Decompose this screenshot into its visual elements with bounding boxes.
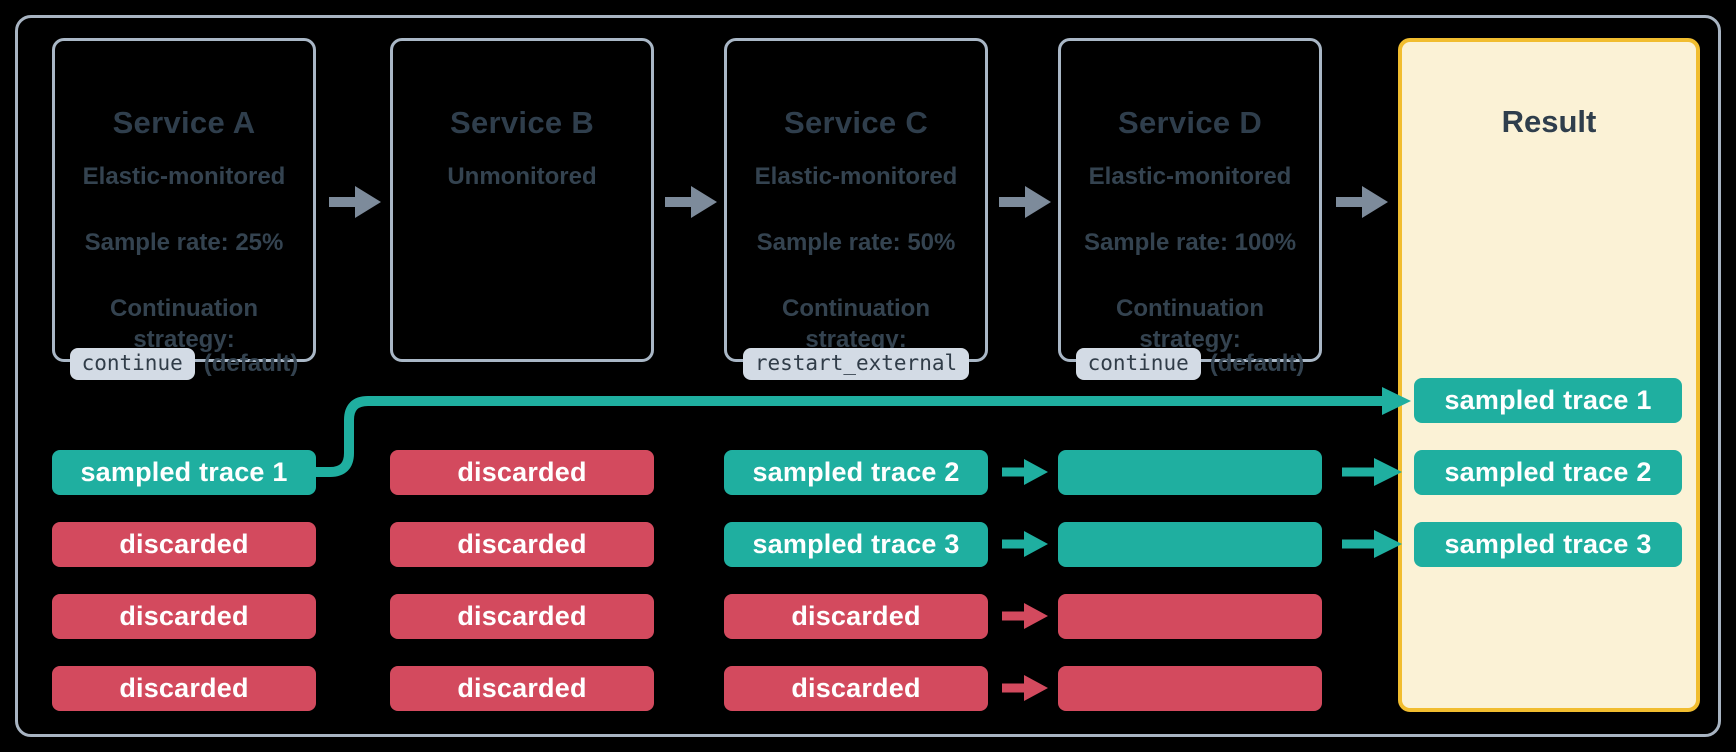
service-a-card: Service A Elastic-monitored Sample rate:… (52, 38, 316, 380)
service-d-trace-sampled-blank-2 (1058, 522, 1322, 567)
result-card: Result (1398, 38, 1700, 712)
result-trace-sampled-1: sampled trace 1 (1414, 378, 1682, 423)
service-c-trace-discarded-2: discarded (724, 666, 988, 711)
service-b-monitoring: Unmonitored (447, 163, 597, 190)
service-d-monitoring: Elastic-monitored (1088, 163, 1292, 190)
service-c-strategy-code-chip: restart_external (742, 348, 970, 380)
service-d-sample-rate: Sample rate: 100% (1083, 229, 1297, 256)
service-c-sample-rate: Sample rate: 50% (756, 229, 956, 256)
service-d-trace-discarded-blank-2 (1058, 666, 1322, 711)
service-c-card: Service C Elastic-monitored Sample rate:… (724, 38, 988, 380)
service-c-monitoring: Elastic-monitored (754, 163, 958, 190)
service-a-trace-sampled-1: sampled trace 1 (52, 450, 316, 495)
service-c-trace-sampled-2: sampled trace 2 (724, 450, 988, 495)
service-b-title: Service B (449, 105, 595, 140)
service-a-strategy-code-chip: continue (69, 348, 195, 380)
diagram-outer-frame (15, 15, 1721, 737)
service-c-trace-discarded-1: discarded (724, 594, 988, 639)
service-a-trace-discarded-2: discarded (52, 594, 316, 639)
service-a-sample-rate: Sample rate: 25% (84, 229, 284, 256)
service-b-card: Service B Unmonitored (390, 38, 654, 362)
service-d-trace-discarded-blank-1 (1058, 594, 1322, 639)
service-b-trace-discarded-4: discarded (390, 666, 654, 711)
service-d-strategy-code-chip: continue (1075, 348, 1201, 380)
service-c-trace-sampled-3: sampled trace 3 (724, 522, 988, 567)
service-d-card: Service D Elastic-monitored Sample rate:… (1058, 38, 1322, 380)
result-trace-sampled-2: sampled trace 2 (1414, 450, 1682, 495)
service-a-title: Service A (112, 105, 256, 140)
service-d-strategy-note: (default) (1209, 350, 1305, 377)
service-d-title: Service D (1117, 105, 1263, 140)
service-d-trace-sampled-blank-1 (1058, 450, 1322, 495)
result-trace-sampled-3: sampled trace 3 (1414, 522, 1682, 567)
service-a-strategy-row: continue (default) (61, 346, 307, 382)
service-b-trace-discarded-1: discarded (390, 450, 654, 495)
service-d-strategy-row: continue (default) (1067, 346, 1313, 382)
service-b-trace-discarded-3: discarded (390, 594, 654, 639)
service-c-title: Service C (783, 105, 929, 140)
service-c-strategy-row: restart_external (733, 346, 979, 382)
service-a-trace-discarded-1: discarded (52, 522, 316, 567)
service-b-trace-discarded-2: discarded (390, 522, 654, 567)
service-b-strategy-row (399, 346, 645, 382)
result-title: Result (1501, 104, 1597, 139)
service-a-trace-discarded-3: discarded (52, 666, 316, 711)
service-a-strategy-note: (default) (203, 350, 299, 377)
service-a-monitoring: Elastic-monitored (82, 163, 286, 190)
